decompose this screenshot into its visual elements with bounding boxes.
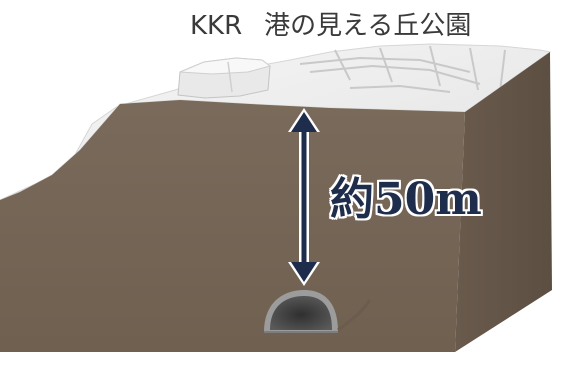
building-icon	[177, 57, 272, 99]
soil-front-face	[0, 100, 465, 352]
depth-arrow	[288, 108, 320, 286]
building-label: KKR	[190, 11, 243, 41]
tunnel-icon	[264, 290, 372, 333]
depth-label: 約50m	[330, 174, 482, 225]
place-label: KKR 港の見える丘公園	[190, 8, 578, 44]
soil-side-face	[455, 52, 552, 352]
park-paths	[299, 45, 506, 93]
park-label: 港の見える丘公園	[264, 11, 472, 41]
